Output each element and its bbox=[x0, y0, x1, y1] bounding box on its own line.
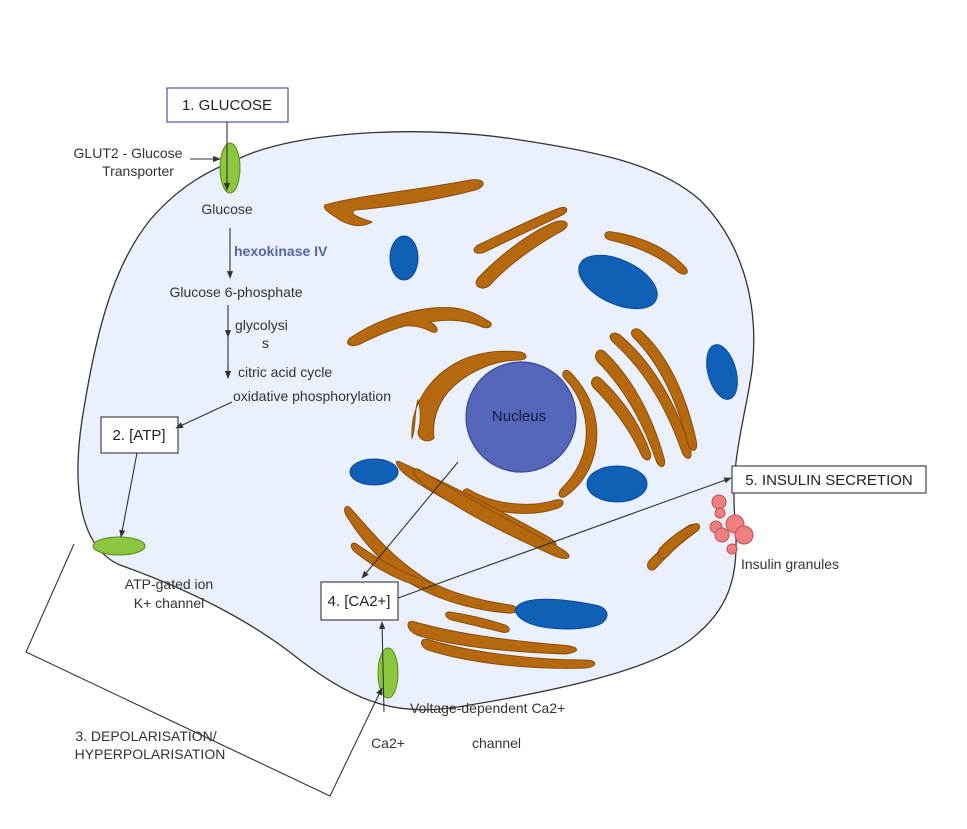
oxphos-label: oxidative phosphorylation bbox=[233, 388, 391, 404]
mitochondrion-3 bbox=[706, 344, 738, 400]
citric-acid-label: citric acid cycle bbox=[238, 364, 332, 380]
atp-channel-label-2: K+ channel bbox=[134, 595, 204, 611]
er-right-stack-4 bbox=[591, 376, 652, 461]
glycolysis-label-1: glycolysi bbox=[235, 317, 288, 333]
mitochondrion-2 bbox=[578, 254, 658, 310]
er-bottom bbox=[407, 620, 577, 655]
glucose-box bbox=[166, 87, 289, 123]
vdcc-label-1: Voltage-dependent Ca2+ bbox=[410, 700, 565, 716]
glycolysis-label-2: s bbox=[262, 335, 269, 351]
er-center-long-2 bbox=[413, 468, 570, 559]
nucleus bbox=[465, 361, 577, 473]
mitochondrion-4 bbox=[349, 458, 399, 486]
hexokinase-label: hexokinase IV bbox=[234, 243, 328, 259]
glut2-label-2: Transporter bbox=[102, 163, 174, 179]
ca-ion-label: Ca2+ bbox=[371, 735, 405, 751]
er-right-stack-2 bbox=[595, 349, 666, 467]
er-left-mid bbox=[347, 307, 492, 347]
insulin-granules-label: Insulin granules bbox=[741, 556, 839, 572]
er-lower-left bbox=[344, 506, 519, 614]
g6p-label: Glucose 6-phosphate bbox=[169, 284, 302, 300]
mitochondrion-1 bbox=[389, 235, 419, 281]
pathway-arrows bbox=[25, 122, 732, 797]
atp-channel-label-1: ATP-gated ion bbox=[125, 576, 213, 592]
glucose-box-label: 1. GLUCOSE bbox=[182, 97, 272, 114]
er-bottom-3 bbox=[445, 611, 510, 633]
endoplasmic-reticulum-group bbox=[323, 179, 701, 669]
depol-label-2: HYPERPOLARISATION bbox=[75, 746, 226, 762]
er-nucleus-arc-left bbox=[411, 350, 527, 442]
mitochondrion-6 bbox=[514, 598, 608, 630]
mitochondria-group bbox=[349, 235, 738, 630]
er-nucleus-arc-right bbox=[558, 369, 598, 498]
er-right-top-2 bbox=[475, 220, 568, 289]
er-top bbox=[323, 179, 484, 227]
glut2-label-1: GLUT2 - Glucose bbox=[74, 145, 183, 161]
er-right-stack-1 bbox=[609, 332, 692, 459]
insulin-granules bbox=[709, 494, 754, 555]
ca-box-label: 4. [CA2+] bbox=[328, 593, 391, 610]
er-right-top-1 bbox=[473, 206, 568, 254]
depol-label-1: 3. DEPOLARISATION/ bbox=[75, 728, 216, 744]
er-lower-left-2 bbox=[350, 542, 436, 590]
er-right-stack-3 bbox=[631, 328, 698, 451]
atp-gated-k-channel bbox=[92, 536, 146, 556]
er-bottom-2 bbox=[421, 638, 596, 669]
insulin-secretion-box bbox=[731, 465, 927, 494]
vdcc-label-2: channel bbox=[472, 735, 521, 751]
atp-box bbox=[100, 416, 179, 454]
er-lower-right-2 bbox=[657, 523, 701, 559]
ca-box bbox=[320, 581, 399, 621]
er-far-right bbox=[604, 231, 688, 275]
mitochondrion-5 bbox=[586, 465, 648, 503]
nucleus-label: Nucleus bbox=[492, 408, 546, 425]
glut2-transporter bbox=[219, 142, 241, 194]
glucose-label: Glucose bbox=[201, 201, 253, 217]
insulin-secretion-box-label: 5. INSULIN SECRETION bbox=[745, 472, 913, 489]
atp-box-label: 2. [ATP] bbox=[112, 427, 165, 444]
